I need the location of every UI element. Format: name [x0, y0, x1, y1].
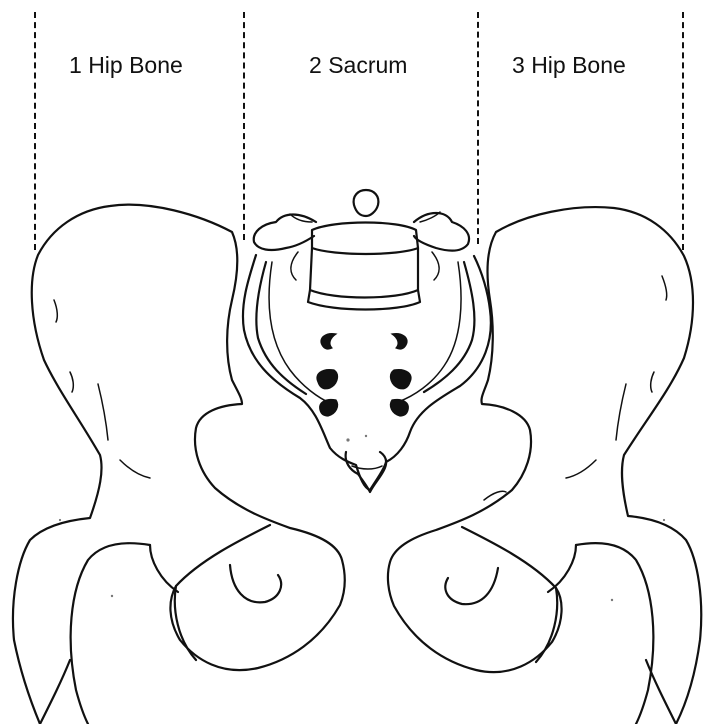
right-hip-bone [388, 207, 701, 724]
left-hip-bone [13, 205, 345, 724]
sacrum [243, 190, 491, 492]
